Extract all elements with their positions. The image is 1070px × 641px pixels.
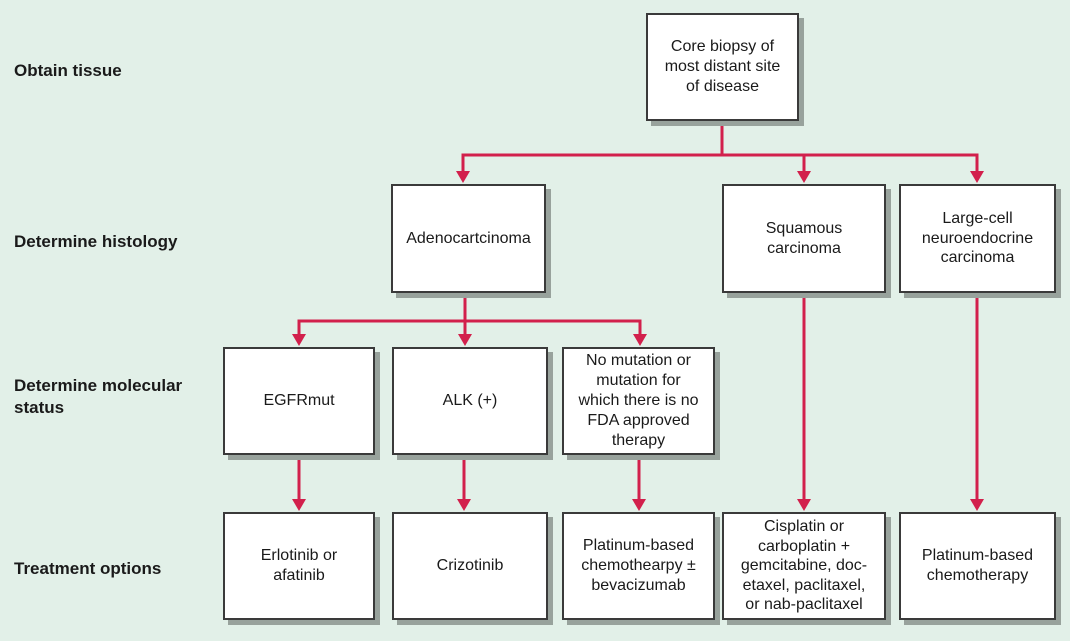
arrow-molecular-to-treatment xyxy=(292,455,646,511)
node-platinum-bevacizumab: Platinum-based chemothearpy ± bevacizuma… xyxy=(562,512,715,620)
arrow-histology-to-treatment xyxy=(797,293,984,511)
node-alk-positive-label: ALK (+) xyxy=(442,392,498,410)
row-label-determine-molecular-status: Determine molecular status xyxy=(14,376,183,417)
arrow-branch-histology xyxy=(456,121,984,183)
node-crizotinib-label: Crizotinib xyxy=(436,557,504,575)
node-adenocarcinoma-label: Adenocartcinoma xyxy=(406,229,531,247)
node-squamous-carcinoma-label: Squamous carcinoma xyxy=(765,219,843,257)
node-core-biopsy-label: Core biopsy of most distant site of dise… xyxy=(664,38,781,95)
node-platinum-chemotherapy: Platinum-based chemotherapy xyxy=(899,512,1056,620)
node-egfr-mut-label: EGFRmut xyxy=(263,392,335,410)
node-egfr-mut: EGFRmut xyxy=(223,347,375,455)
node-core-biopsy: Core biopsy of most distant site of dise… xyxy=(646,13,799,121)
node-crizotinib: Crizotinib xyxy=(392,512,548,620)
node-large-cell-neuroendocrine-label: Large-cell neuroendocrine carcinoma xyxy=(921,209,1034,267)
node-no-mutation: No mutation or mutation for which there … xyxy=(562,347,715,455)
node-cisplatin-combo: Cisplatin or carboplatin + gemcitabine, … xyxy=(722,512,886,620)
node-cisplatin-combo-label: Cisplatin or carboplatin + gemcitabine, … xyxy=(740,518,868,614)
node-no-mutation-label: No mutation or mutation for which there … xyxy=(578,352,699,449)
row-label-determine-histology: Determine histology xyxy=(14,232,178,251)
node-squamous-carcinoma: Squamous carcinoma xyxy=(722,184,886,293)
node-erlotinib-afatinib-label: Erlotinib or afatinib xyxy=(260,547,338,584)
node-platinum-bevacizumab-label: Platinum-based chemothearpy ± bevacizuma… xyxy=(581,537,696,594)
arrow-branch-molecular xyxy=(292,293,647,346)
row-label-obtain-tissue: Obtain tissue xyxy=(14,61,122,80)
node-large-cell-neuroendocrine: Large-cell neuroendocrine carcinoma xyxy=(899,184,1056,293)
node-platinum-chemotherapy-label: Platinum-based chemotherapy xyxy=(921,547,1034,584)
node-adenocarcinoma: Adenocartcinoma xyxy=(391,184,546,293)
row-label-treatment-options: Treatment options xyxy=(14,559,162,578)
node-alk-positive: ALK (+) xyxy=(392,347,548,455)
node-erlotinib-afatinib: Erlotinib or afatinib xyxy=(223,512,375,620)
